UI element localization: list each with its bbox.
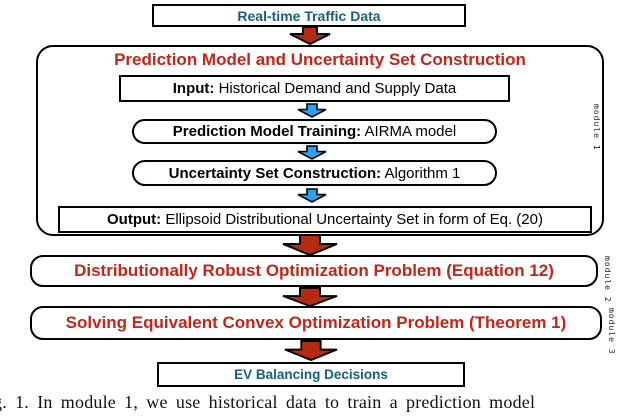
- down-arrow-red-icon: [282, 234, 338, 256]
- down-arrow-blue-icon: [297, 145, 327, 160]
- down-arrow-red-icon: [282, 287, 338, 307]
- module1-side-label: module 1: [592, 104, 601, 151]
- realtime-traffic-data-label: Real-time Traffic Data: [237, 7, 381, 24]
- uncertainty-set-construction-box: Uncertainty Set Construction: Algorithm …: [132, 160, 497, 186]
- down-arrow-blue-icon: [297, 103, 327, 118]
- down-arrow-red-icon: [289, 26, 331, 45]
- module2-box: Distributionally Robust Optimization Pro…: [30, 255, 598, 287]
- module1-container: Prediction Model and Uncertainty Set Con…: [36, 45, 604, 236]
- uncertainty-set-construction-label: Uncertainty Set Construction: Algorithm …: [168, 164, 461, 182]
- ev-balancing-decisions-box: EV Balancing Decisions: [157, 362, 465, 387]
- figure-caption: g. 1. In module 1, we use historical dat…: [0, 392, 536, 412]
- ev-balancing-decisions-label: EV Balancing Decisions: [234, 367, 388, 382]
- output-label: Output: Ellipsoid Distributional Uncerta…: [107, 211, 543, 228]
- module3-box: Solving Equivalent Convex Optimization P…: [30, 306, 602, 340]
- input-label: Input: Historical Demand and Supply Data: [172, 80, 457, 97]
- module2-side-label: module 2: [603, 256, 612, 303]
- down-arrow-blue-icon: [297, 188, 327, 203]
- prediction-model-training-label: Prediction Model Training: AIRMA model: [172, 123, 457, 140]
- module1-title: Prediction Model and Uncertainty Set Con…: [114, 50, 526, 69]
- module2-label: Distributionally Robust Optimization Pro…: [74, 261, 554, 280]
- realtime-traffic-data-box: Real-time Traffic Data: [152, 4, 466, 27]
- prediction-model-training-box: Prediction Model Training: AIRMA model: [132, 119, 497, 144]
- module3-label: Solving Equivalent Convex Optimization P…: [65, 313, 567, 332]
- module3-side-label: module 3: [607, 308, 616, 355]
- down-arrow-red-icon: [284, 340, 338, 361]
- input-box: Input: Historical Demand and Supply Data: [119, 75, 510, 102]
- output-box: Output: Ellipsoid Distributional Uncerta…: [58, 206, 592, 233]
